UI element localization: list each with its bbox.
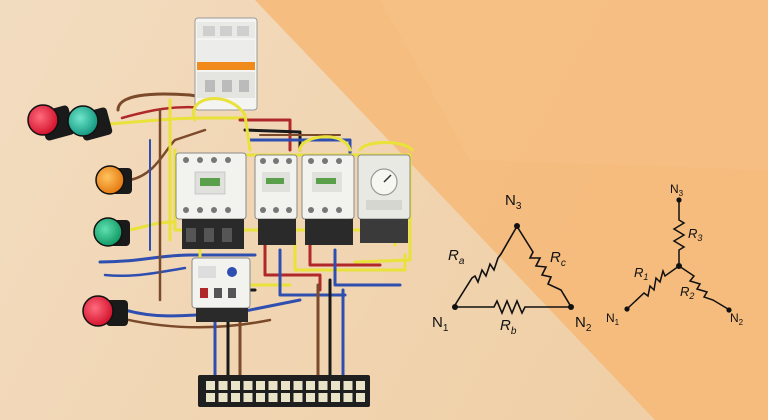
terminal-screw [206,393,215,402]
delta-label-n2: N2 [575,314,592,334]
timer-relay [357,154,411,243]
terminal-screw [293,393,303,402]
terminal-block [198,375,370,407]
circuit-breaker [194,17,258,111]
resistor-rc-symbol [517,227,571,306]
terminal-screw [256,393,265,402]
contactor-3 [301,154,355,245]
pilot-lamp-green [93,217,130,247]
pilot-lamp-red-bottom [82,295,128,327]
terminal-screw [268,381,278,390]
wye-node-n1-dot [624,306,630,312]
wye-node-n2-dot [726,307,732,313]
terminal-screw [331,381,340,390]
terminal-screw [343,393,353,402]
terminal-screw [231,381,240,390]
wye-label-n2: N2 [730,311,744,327]
wye-label-r1: R1 [634,265,648,282]
delta-node-n2-dot [568,304,574,310]
terminal-screw [256,381,265,390]
orange-wedge-light [380,0,768,170]
terminal-screw [218,381,228,390]
pilot-lamp-teal [67,105,113,141]
wye-network [627,200,729,310]
pilot-lamp-red-top [27,104,75,141]
terminal-screw [318,393,328,402]
resistor-r2-symbol [678,265,729,310]
wye-node-n3-dot [676,197,682,203]
delta-label-rb: Rb [500,317,517,337]
terminal-screw [331,393,340,402]
delta-network [454,227,571,316]
wye-label-r3: R3 [688,226,702,243]
delta-label-n3: N3 [505,192,522,212]
terminal-screw [356,393,365,402]
terminal-screw [206,381,215,390]
terminal-screw [343,381,353,390]
control-panel [27,17,414,407]
terminal-screw [356,381,365,390]
terminal-screw [281,381,290,390]
wye-center-dot [676,263,682,269]
terminal-screw [243,381,253,390]
terminal-screw [281,393,290,402]
contactor-1 [175,152,247,249]
delta-label-n1: N1 [432,314,449,334]
wye-nodes [624,197,732,313]
terminal-screw [243,393,253,402]
resistor-ra-symbol [454,227,517,306]
wye-label-r2: R2 [680,284,694,301]
pilot-lamp-orange [95,165,132,195]
overload-relay [191,257,251,322]
wye-label-n3: N3 [670,182,684,198]
resistor-r3-symbol [672,200,686,266]
delta-node-n1-dot [452,304,458,310]
resistor-rb-symbol [457,298,570,316]
terminal-screw [231,393,240,402]
terminal-screw [218,393,228,402]
terminal-screw [318,381,328,390]
delta-label-rc: Rc [550,249,566,269]
delta-node-n3-dot [514,223,520,229]
terminal-screw [293,381,303,390]
terminal-screw [306,393,315,402]
terminal-screw [268,393,278,402]
contactor-2 [254,154,298,245]
delta-label-ra: Ra [448,247,465,267]
wye-label-n1: N1 [606,311,620,327]
resistor-r1-symbol [627,265,680,309]
orange-wedge [255,0,768,420]
delta-nodes [452,223,574,310]
terminal-screw [306,381,315,390]
yellow-loops [192,97,414,152]
